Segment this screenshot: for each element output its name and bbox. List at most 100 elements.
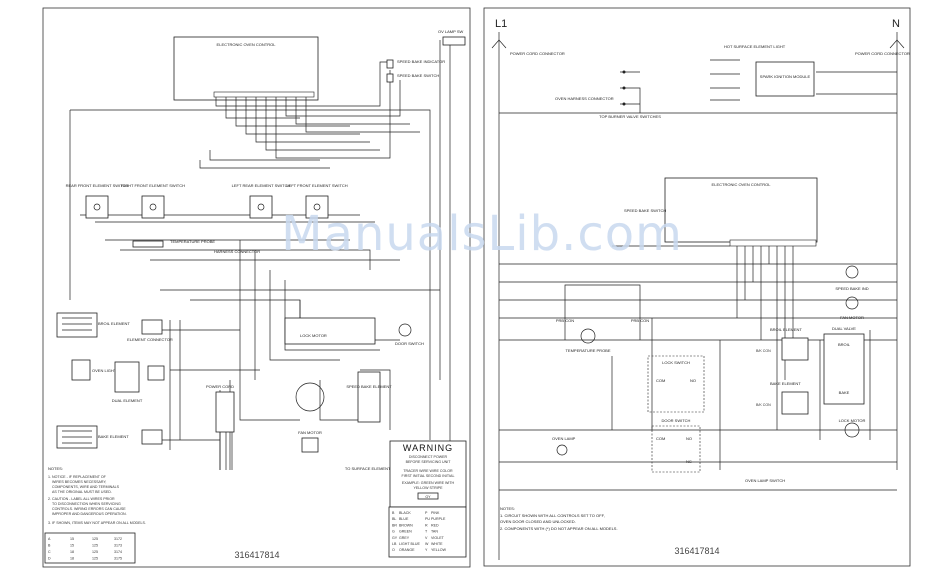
wire-table-cell: B [48, 544, 51, 548]
lock-motor-right-label: LOCK MOTOR [839, 418, 866, 423]
dual-valve-broil: BROIL [838, 342, 851, 347]
warning-line-5: EXAMPLE: GREEN WIRE WITH [402, 481, 455, 485]
color-code-cell: G [392, 530, 395, 534]
fan-motor-right-label: FAN MOTOR [840, 315, 864, 320]
broil-element-connector [141, 319, 163, 335]
wire-table-cell: 125 [92, 544, 98, 548]
door-switch-icon [398, 323, 412, 337]
speed-bake-switch-label: SPEED BAKE SWITCH [397, 73, 439, 78]
fan-motor-right-icon [845, 296, 859, 310]
right-terminal-strip [729, 239, 817, 247]
temp-probe-icon [132, 240, 164, 248]
lock-motor-label: LOCK MOTOR [300, 333, 327, 338]
hot-surface-label: HOT SURFACE ELEMENT LIGHT [724, 44, 786, 49]
bake-element-label: BAKE ELEMENT [98, 434, 129, 439]
broil-connector-label: ELEMENT CONNECTOR [127, 337, 173, 342]
left-notes: NOTES: 1. NOTICE - IF REPLACEMENT OF WIR… [48, 466, 146, 525]
color-code-cell: T [425, 530, 428, 534]
color-code-cell: LB [392, 542, 397, 546]
right-note-1b: OVEN DOOR CLOSED AND UNLOCKED. [500, 519, 576, 524]
power-cord-icon [215, 391, 235, 433]
bk-con-bake: B/K CON [756, 403, 771, 407]
left-rear-switch-icon [249, 195, 273, 219]
color-code-cell: V [425, 536, 428, 540]
broil-element-label: BROIL ELEMENT [98, 321, 130, 326]
dual-valve-label: DUAL VALVE [832, 326, 856, 331]
broil-element-right-icon [781, 337, 809, 361]
right-note-1: 1. CIRCUIT SHOWN WITH ALL CONTROLS SET T… [500, 513, 605, 518]
dual-valve-box [823, 333, 865, 405]
harness-wires [69, 40, 451, 470]
dual-valve-bake: BAKE [839, 390, 850, 395]
left-note-1d: AS THE ORIGINAL MUST BE USED. [52, 490, 112, 494]
color-code-cell: BLUE [399, 517, 409, 521]
bk-con-broil: B/K CON [756, 349, 771, 353]
oven-light: OVEN LIGHT DUAL ELEMENT [71, 359, 165, 403]
right-notes: NOTES: 1. CIRCUIT SHOWN WITH ALL CONTROL… [500, 506, 618, 531]
left-note-2d: IMPROPER AND DANGEROUS OPERATION. [52, 512, 127, 516]
control-terminal-strip [213, 91, 315, 98]
color-code-cell: VIOLET [431, 536, 445, 540]
color-code-cell: R [425, 523, 428, 527]
left-notes-title: NOTES: [48, 466, 63, 471]
bake-element: BAKE ELEMENT [56, 425, 163, 449]
left-front-switch-label: LEFT FRONT ELEMENT SWITCH [286, 183, 347, 188]
color-code-cell: W [425, 542, 429, 546]
wire-table-cell: 125 [92, 557, 98, 561]
color-code-cell: ORANGE [399, 548, 415, 552]
color-code-cell: PU [425, 517, 430, 521]
door-switch-right-label: DOOR SWITCH [662, 418, 691, 423]
right-schematic-lines [491, 32, 905, 560]
spark-ignition-label: SPARK IGNITION MODULE [760, 74, 811, 79]
right-panel-frame [483, 7, 911, 567]
oven-lamp-switch-right-label: OVEN LAMP SWITCH [745, 478, 785, 483]
fan-motor-connector [301, 437, 319, 453]
warning-line-0: DISCONNECT POWER [409, 455, 448, 459]
power-cord-left-label: POWER CORD CONNECTOR [510, 51, 565, 56]
watermark-text: ManualsLib.com [281, 206, 683, 262]
broil-element: BROIL ELEMENT ELEMENT CONNECTOR [56, 312, 173, 342]
door-switch-nc: NC [686, 459, 692, 464]
left-part-number: 316417814 [234, 550, 279, 560]
wire-table-cell: C [48, 550, 51, 554]
color-code-cell: BROWN [399, 523, 413, 527]
fan-motor-label: FAN MOTOR [298, 430, 322, 435]
speed-bake-element-icon [357, 371, 381, 423]
warning-example-code: GY [425, 495, 431, 499]
warning-line-4: FIRST INITIAL SECOND INITIAL [402, 474, 455, 478]
wire-table-cell: 3175 [114, 557, 122, 561]
left-note-2c: CONTROLS. WIRING ERRORS CAN CAUSE [52, 507, 126, 511]
surface-switches-label: TOP BURNER VALVE SWITCHES [599, 114, 661, 119]
right-electronic-oven-control [664, 177, 818, 243]
surface-elements-label: TO SURFACE ELEMENTS [345, 466, 393, 471]
wire-table-cell: 125 [92, 550, 98, 554]
wire-table-cell: A [48, 537, 51, 541]
speed-bake-ind-icon [845, 265, 859, 279]
door-switch-com: COM [656, 436, 665, 441]
wire-table-cell: 18 [70, 557, 74, 561]
door-switch-no: NO [686, 436, 692, 441]
n-label: N [892, 18, 900, 30]
temp-probe-label: TEMPERATURE PROBE [170, 239, 215, 244]
wire-table-cell: 125 [92, 537, 98, 541]
color-code-cell: P [425, 511, 428, 515]
left-note-2b: TO DISCONNECTION WHEN SERVICING [52, 502, 121, 506]
warning-line-6: YELLOW STRIPE [414, 486, 444, 490]
left-note-1b: WIRES BECOMES NECESSARY, [52, 480, 106, 484]
temp-probe-right-label: TEMPERATURE PROBE [565, 348, 610, 353]
left-front-switch-icon [305, 195, 329, 219]
dual-element-label: DUAL ELEMENT [112, 398, 143, 403]
lock-switch-box [647, 355, 705, 413]
color-code-cell: BL [392, 517, 396, 521]
lock-switch-com: COM [656, 378, 665, 383]
oven-lamp-switch-icon [442, 36, 466, 46]
lock-motor-right-icon [844, 422, 860, 438]
speed-bake-switch-icon [386, 73, 394, 83]
fan-motor-icon [295, 382, 325, 412]
left-rear-switch-label: LEFT REAR ELEMENT SWITCH [232, 183, 291, 188]
door-switch-right-box [651, 425, 701, 473]
lock-motor-block [284, 317, 376, 345]
